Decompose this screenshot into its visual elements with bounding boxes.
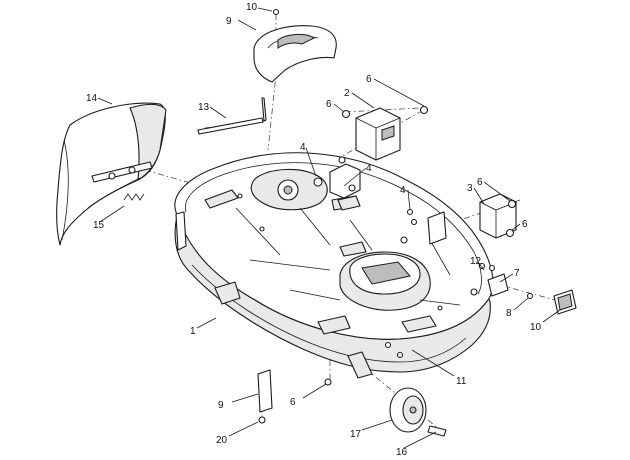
callout-4-mid: 4 [366,163,372,174]
mount-bracket-upper [341,105,429,161]
mower-deck-shell [174,152,494,373]
callout-16: 17 [350,429,362,440]
callout-6-top: 6 [366,74,372,85]
callout-6-right: 6 [522,219,528,230]
callout-labels: 10 9 14 13 15 6 2 6 4 4 4 3 6 6 12 7 8 1… [86,2,542,458]
discharge-chute [56,102,167,246]
leader-lines [97,7,561,449]
callout-20: 20 [216,435,228,446]
callout-18: 15 [93,220,105,231]
anti-scalp-roller [389,387,447,437]
callout-3: 3 [467,183,473,194]
axle-hardware [478,262,577,315]
callout-15: 16 [396,447,408,458]
front-bracket [257,369,273,424]
roller-bracket [324,351,373,386]
callout-2: 2 [344,88,350,99]
hinge-spring [123,193,145,201]
callout-13: 9 [226,16,232,27]
callout-6-mid: 6 [326,99,332,110]
callout-8: 8 [506,308,512,319]
callout-14: 10 [246,2,258,13]
callout-7: 7 [514,268,520,279]
callout-17: 13 [198,102,210,113]
hinge-rod [197,97,267,135]
callout-6-right-top: 6 [477,177,483,188]
bracket-hardware-right [400,208,447,245]
callout-11: 9 [218,400,224,411]
mount-bracket-right [479,193,517,239]
callout-9: 12 [470,256,482,267]
belt-cover-cap [253,8,337,83]
callout-6-bottom: 6 [290,397,296,408]
callout-1: 1 [190,326,196,337]
bracket-hardware-upper [313,156,361,211]
callout-12: 10 [530,322,542,333]
callout-4-right: 4 [400,185,406,196]
callout-10: 11 [456,376,467,387]
callout-4-top: 4 [300,142,306,153]
callout-19: 14 [86,93,98,104]
